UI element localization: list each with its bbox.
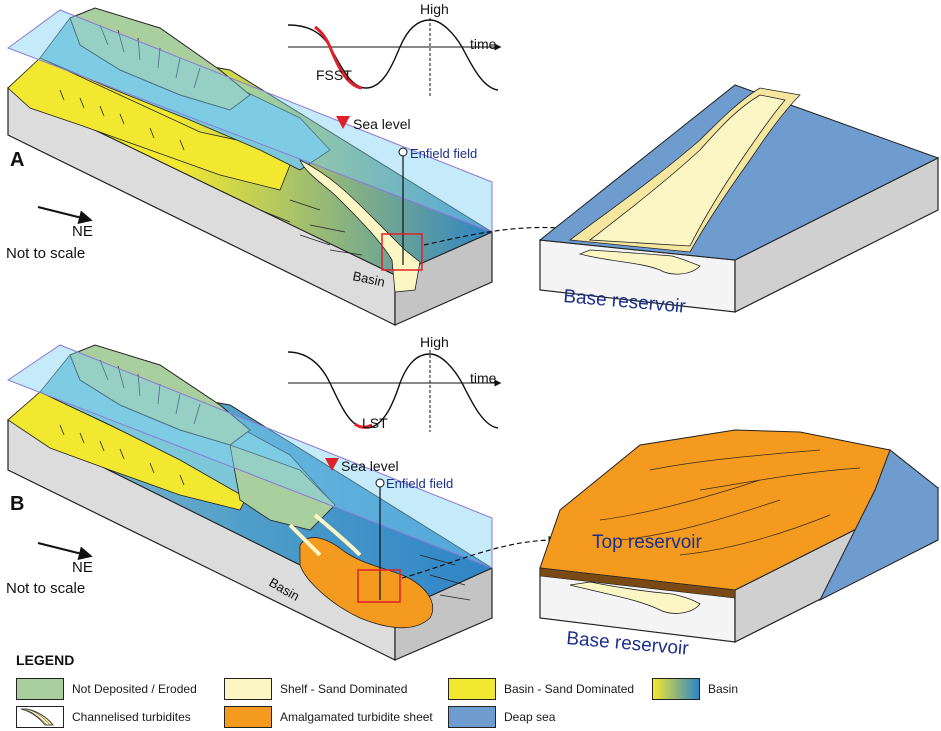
legend-item-shelf-sand: Shelf - Sand Dominated (224, 678, 407, 700)
panel-b-sea-level-label: Sea level (341, 458, 399, 474)
panel-b-stage-label: LST (362, 415, 388, 431)
panel-b-zoom-deep-sea (818, 449, 939, 602)
panel-b-scale-note: Not to scale (6, 580, 85, 597)
panel-b-curve-highlight (354, 422, 373, 429)
panel-a-channel-turbidite (299, 159, 421, 293)
panel-b-curve-high-label: High (420, 334, 449, 350)
panel-a-sea-level-curve: High time FSST (287, 1, 502, 96)
panel-b-well-label: Enfield field (386, 476, 453, 491)
legend-item-channel: Channelised turbidites (16, 706, 191, 728)
panel-a-zoom-channel-section (578, 249, 701, 275)
panel-a-curve-high-label: High (420, 1, 449, 17)
legend-label-channel: Channelised turbidites (72, 710, 191, 724)
panel-b-direction-label: NE (72, 559, 93, 576)
panel-a-well-label: Enfield field (410, 146, 477, 161)
legend-swatch-basin (652, 678, 700, 700)
panel-b-sea-plane (6, 344, 493, 569)
panel-b-zoom-texture (599, 449, 861, 556)
panel-b-letter: B (10, 493, 24, 515)
legend-item-basin: Basin (652, 678, 738, 700)
legend-label-basin-sand: Basin - Sand Dominated (504, 682, 635, 696)
panel-b-curve-time-label: time (470, 370, 497, 386)
panel-b-well-symbol (375, 478, 385, 488)
panel-a-letter: A (10, 149, 24, 171)
legend-title: LEGEND (16, 652, 75, 668)
panel-a-eroded-highland (69, 7, 251, 111)
panel-a-scale-note: Not to scale (6, 245, 85, 262)
panel-a-sea-plane (6, 9, 493, 233)
panel-a: Sea level Enfield field A Basin NE Not t… (6, 1, 940, 326)
panel-b-amalgamated-sheet (299, 537, 433, 629)
channel-turbidite-icon (20, 708, 54, 726)
panel-b-curve-line (287, 351, 499, 429)
panel-b-zoom-connector (401, 535, 557, 579)
legend-swatch-basin-sand (448, 678, 496, 700)
legend-label-shelf-sand: Shelf - Sand Dominated (280, 682, 408, 696)
legend-swatch-amalgamated (224, 706, 272, 728)
legend-label-basin: Basin (708, 682, 739, 696)
panel-a-sea-level-marker (336, 116, 350, 129)
panel-b-well-box (357, 569, 401, 603)
panel-a-direction-label: NE (72, 223, 93, 240)
panel-b-zoom-block: Top reservoir Base reservoir (539, 429, 939, 660)
panel-a-curve-highlight (314, 25, 363, 90)
legend-swatch-shelf-sand (224, 678, 272, 700)
panel-a-sea-level-label: Sea level (353, 116, 411, 132)
panel-b-sea-level-marker (325, 458, 339, 471)
panel-a-basin-sand (7, 57, 291, 191)
legend-label-eroded: Not Deposited / Eroded (72, 682, 197, 696)
panel-a-hachures (59, 24, 363, 256)
legend-item-eroded: Not Deposited / Eroded (16, 678, 197, 700)
panel-b-north-east-arrow (37, 542, 93, 561)
panel-a-well-symbol (398, 147, 408, 157)
legend-label-amalgamated: Amalgamated turbidite sheet (280, 710, 433, 724)
legend-label-deep-sea: Deap sea (504, 710, 556, 724)
panel-a-basin-label: Basin (351, 268, 386, 289)
legend-swatch-deep-sea (448, 706, 496, 728)
legend-swatch-eroded (16, 678, 64, 700)
panel-b-zoom-channel-section (569, 581, 701, 614)
legend-item-amalgamated: Amalgamated turbidite sheet (224, 706, 433, 728)
legend-swatch-channel (16, 706, 64, 728)
panel-a-curve-time-label: time (470, 36, 497, 52)
panel-b-zoom-top-label: Top reservoir (592, 532, 702, 553)
panel-b-eroded-lowland (229, 444, 336, 531)
panel-a-stage-label: FSST (316, 67, 352, 83)
panel-a-zoom-channel-inner (588, 94, 786, 247)
panel-a-zoom-block: Base reservoir (538, 84, 940, 318)
panel-b-feeder-channels (288, 513, 362, 557)
panel-b: Sea level Enfield field B Basin NE Not t… (6, 334, 939, 661)
legend-item-deep-sea: Deap sea (448, 706, 555, 728)
panel-b-eroded-highland (69, 344, 251, 446)
panel-b-sea-level-curve: High time LST (287, 334, 502, 432)
legend-item-basin-sand: Basin - Sand Dominated (448, 678, 634, 700)
panel-a-well-box (381, 233, 423, 271)
panel-b-zoom-layered-edge (539, 567, 736, 599)
panel-a-north-east-arrow (37, 206, 93, 225)
